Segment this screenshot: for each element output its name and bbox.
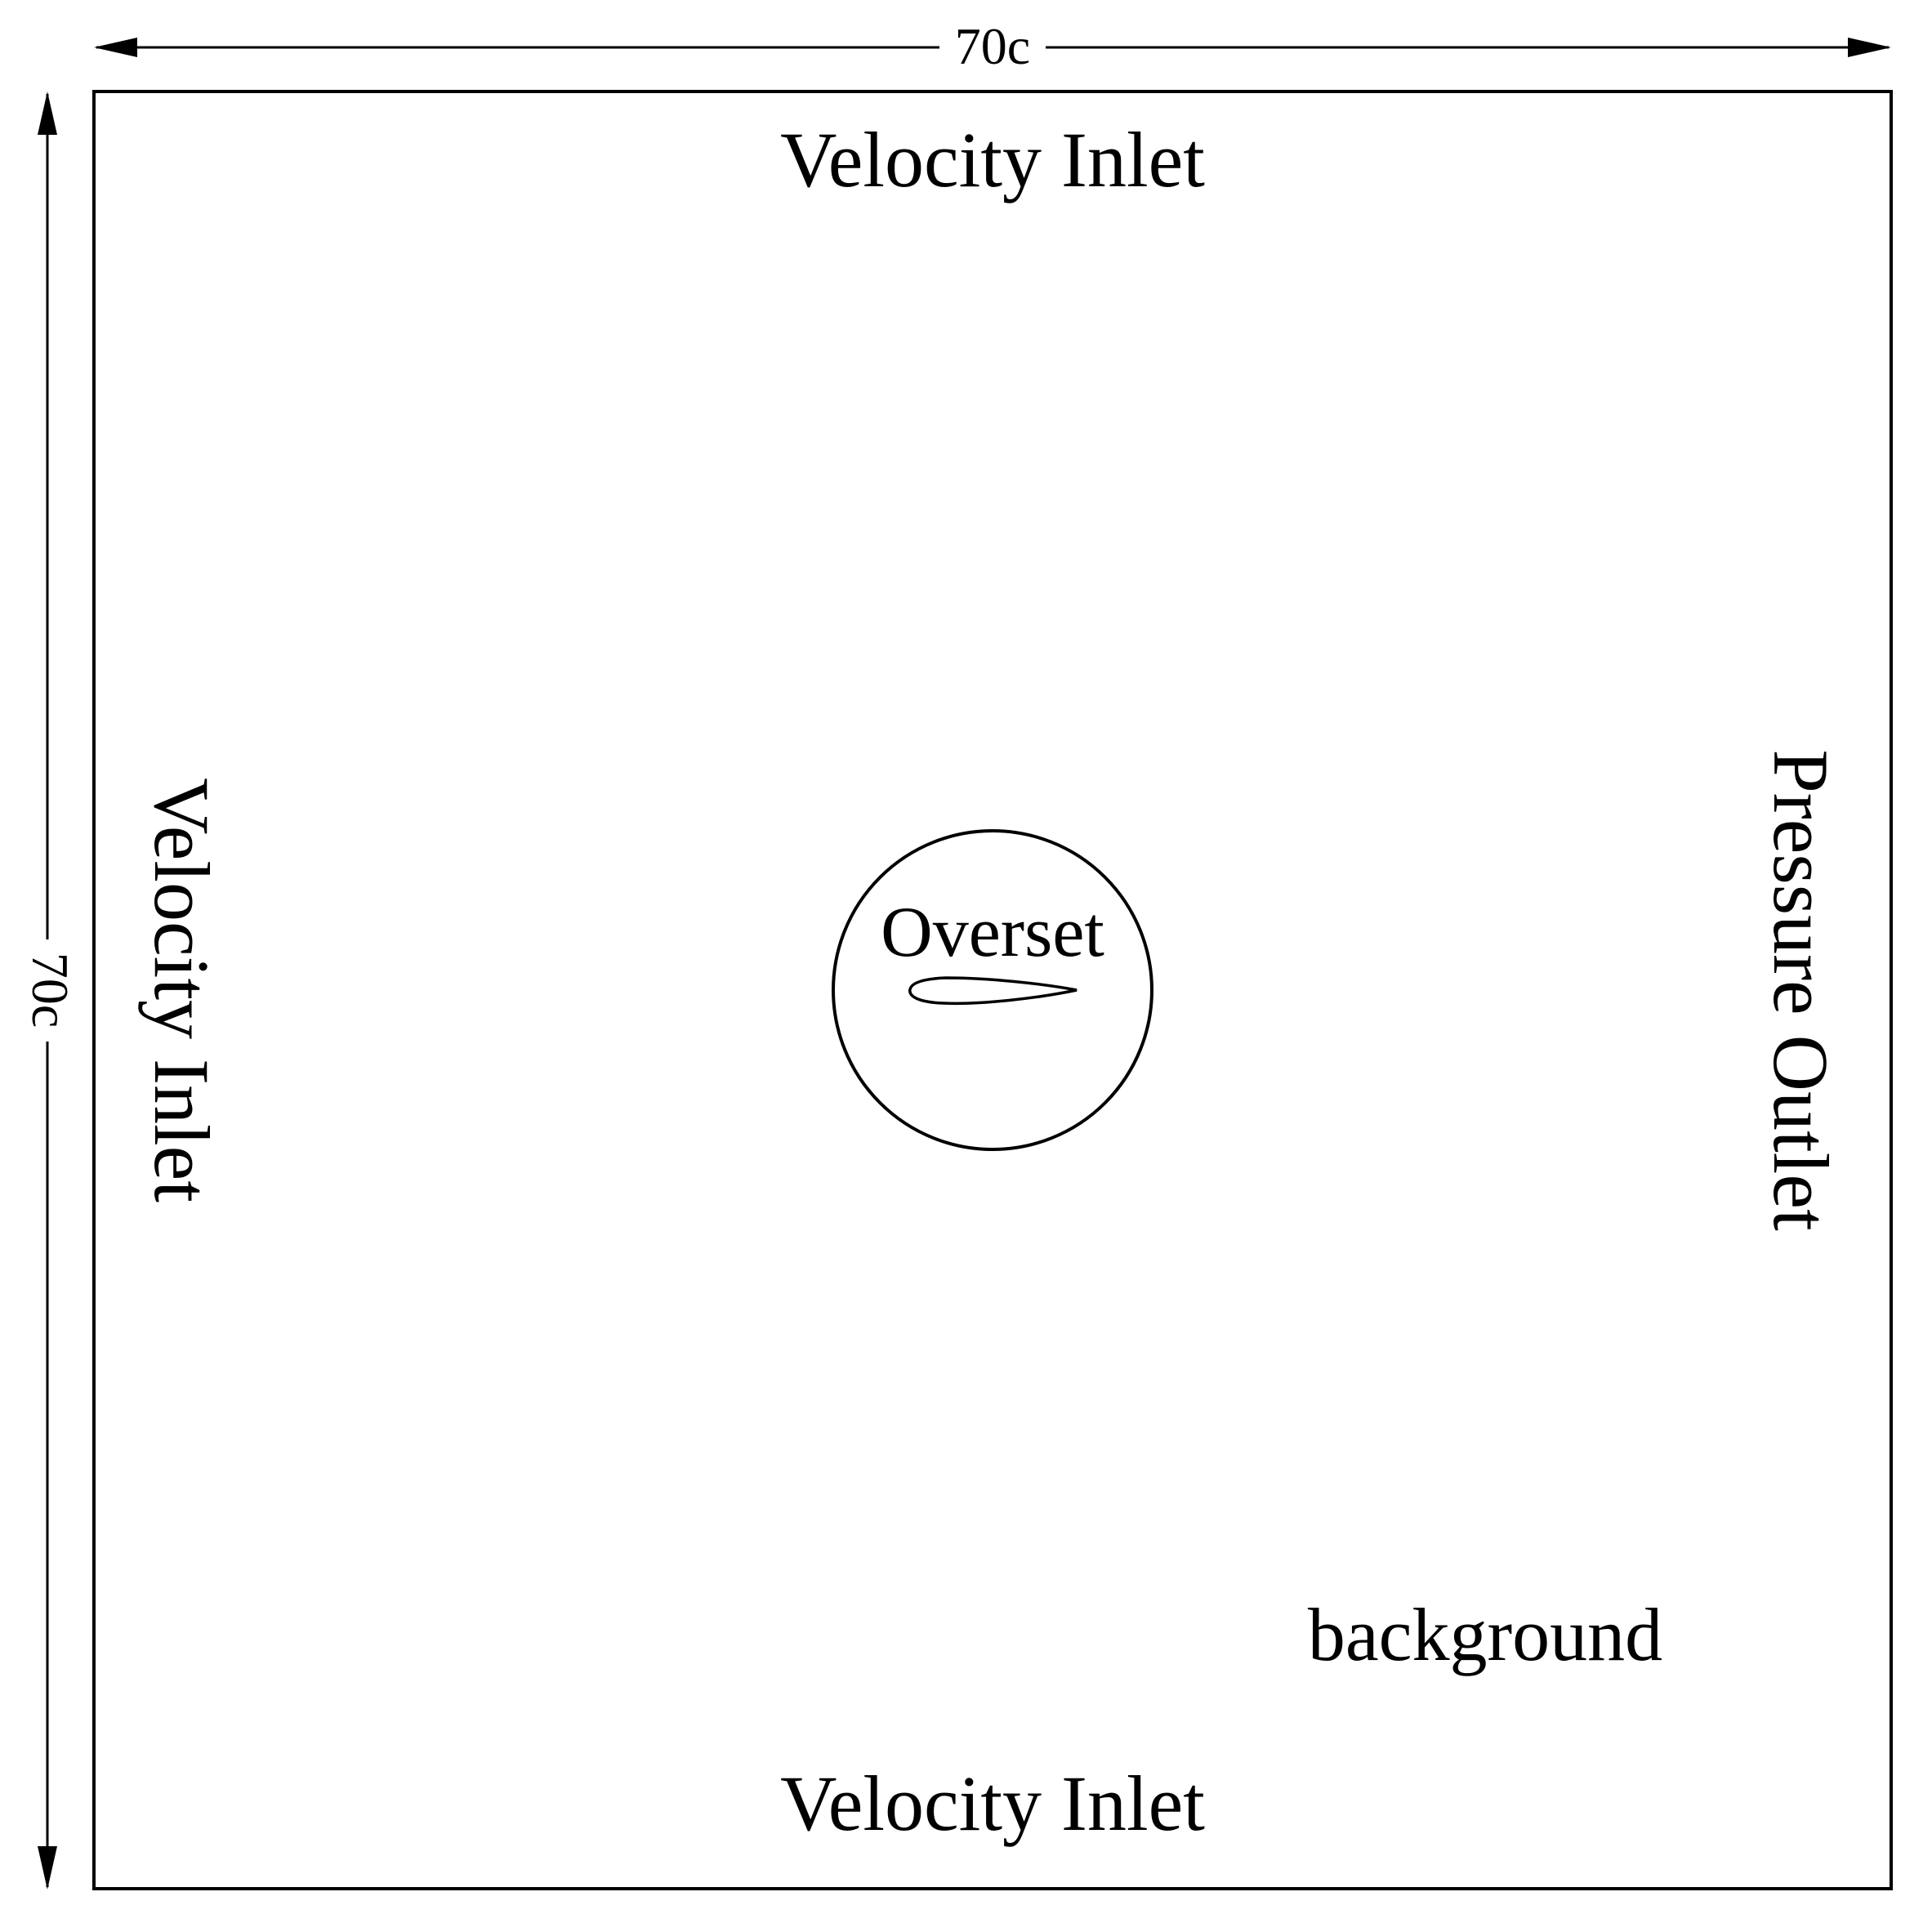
width-label: 70c [955, 17, 1030, 75]
top-boundary-label: Velocity Inlet [780, 116, 1205, 203]
width-arrow-right [1848, 38, 1891, 57]
width-arrow-left [94, 38, 137, 57]
right-boundary-label: Pressure Outlet [1757, 749, 1845, 1231]
overset-region-circle [832, 829, 1153, 1151]
height-dimension: 70c [21, 91, 79, 1890]
bottom-boundary-label: Velocity Inlet [780, 1760, 1205, 1847]
width-dimension: 70c [94, 17, 1891, 75]
overset-label: Overset [881, 893, 1104, 972]
height-arrow-top [38, 91, 57, 135]
left-boundary-label: Velocity Inlet [138, 778, 225, 1202]
height-label: 70c [21, 953, 79, 1028]
background-label: background [1308, 1593, 1662, 1676]
domain-boundary [92, 90, 1893, 1890]
airfoil-shape [908, 976, 1078, 1006]
height-arrow-bottom [38, 1846, 57, 1890]
